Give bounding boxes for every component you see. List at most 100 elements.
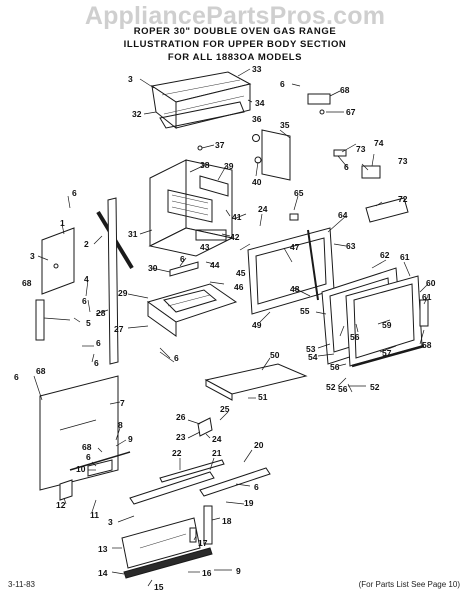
callout-6-i: 6 xyxy=(14,372,19,382)
callout-4: 4 xyxy=(84,274,89,284)
part-68 xyxy=(307,93,331,105)
part-top-panel xyxy=(150,71,252,130)
part-17 xyxy=(189,527,197,543)
part-18 xyxy=(203,505,213,545)
part-bottom-tray-50-side xyxy=(205,379,233,401)
part-66 xyxy=(333,149,347,157)
callout-56-b: 56 xyxy=(330,362,340,372)
callout-26: 26 xyxy=(176,412,186,422)
callout-43: 43 xyxy=(200,242,210,252)
callout-50: 50 xyxy=(270,350,280,360)
part-11 xyxy=(69,451,131,471)
callout-6-b: 6 xyxy=(344,162,349,172)
callout-47: 47 xyxy=(290,242,300,252)
callout-6-a: 6 xyxy=(280,79,285,89)
part-25-26 xyxy=(197,417,213,437)
part-lower-door xyxy=(321,267,429,368)
part-10 xyxy=(87,459,113,477)
callout-46: 46 xyxy=(234,282,244,292)
callout-22: 22 xyxy=(172,448,182,458)
callout-6-h: 6 xyxy=(94,358,99,368)
callout-71: 68 xyxy=(82,442,92,452)
callout-19: 19 xyxy=(244,498,254,508)
part-65 xyxy=(289,213,299,221)
callout-55: 55 xyxy=(300,306,310,316)
callout-44: 44 xyxy=(210,260,220,270)
callout-74: 74 xyxy=(374,138,384,148)
callout-64: 64 xyxy=(338,210,348,220)
part-bracket-70 xyxy=(35,299,45,341)
callout-70: 68 xyxy=(22,278,32,288)
callout-25: 25 xyxy=(220,404,230,414)
callout-6-j: 6 xyxy=(86,452,91,462)
callout-69: 68 xyxy=(36,366,46,376)
diagram-title-line-1: ROPER 30" DOUBLE OVEN GAS RANGE xyxy=(133,26,337,37)
callout-39: 39 xyxy=(224,161,234,171)
callout-32: 32 xyxy=(132,109,142,119)
callout-52-b: 52 xyxy=(370,382,380,392)
callout-72: 72 xyxy=(398,194,408,204)
callout-49: 49 xyxy=(252,320,262,330)
callout-6-f: 6 xyxy=(96,338,101,348)
callout-8: 8 xyxy=(118,420,123,430)
callout-45: 45 xyxy=(236,268,246,278)
callout-52-a: 52 xyxy=(326,382,336,392)
callout-3: 3 xyxy=(128,74,133,84)
callout-13: 13 xyxy=(98,544,108,554)
callout-33: 33 xyxy=(252,64,262,74)
callout-18: 18 xyxy=(222,516,232,526)
diagram-title-line-2: ILLUSTRATION FOR UPPER BODY SECTION xyxy=(123,39,347,50)
callout-6-d: 6 xyxy=(180,254,185,264)
callout-38: 38 xyxy=(200,160,210,170)
callout-51: 51 xyxy=(258,392,268,402)
part-side-panel-35 xyxy=(261,129,291,181)
callout-6-e: 6 xyxy=(82,296,87,306)
callout-3-c: 3 xyxy=(108,517,113,527)
callout-60: 60 xyxy=(426,278,436,288)
callout-6-k: 6 xyxy=(254,482,259,492)
callout-20: 20 xyxy=(254,440,264,450)
callout-63: 63 xyxy=(346,241,356,251)
callout-67: 67 xyxy=(346,107,356,117)
callout-1: 1 xyxy=(60,218,65,228)
callout-12: 12 xyxy=(56,500,66,510)
callout-35: 35 xyxy=(280,120,290,130)
callout-24-a: 24 xyxy=(258,204,268,214)
callout-36: 36 xyxy=(252,114,262,124)
callout-73: 73 xyxy=(398,156,408,166)
callout-41: 41 xyxy=(232,212,242,222)
callout-23: 23 xyxy=(176,432,186,442)
callout-57: 57 xyxy=(382,348,392,358)
part-3-screw xyxy=(53,263,59,269)
parts-list-note: (For Parts List See Page 10) xyxy=(358,580,460,589)
diagram-title-line-3: FOR ALL 1883OA MODELS xyxy=(167,52,303,63)
part-strip-21 xyxy=(159,459,225,483)
callout-56-c: 56 xyxy=(338,384,348,394)
callout-5: 5 xyxy=(86,318,91,328)
callout-21: 21 xyxy=(212,448,222,458)
callout-59: 59 xyxy=(382,320,392,330)
callout-53: 53 xyxy=(306,344,316,354)
watermark: AppliancePartsPros.com xyxy=(84,2,386,30)
part-rail-22 xyxy=(129,471,215,505)
callout-48: 48 xyxy=(290,284,300,294)
callout-11: 11 xyxy=(90,510,99,520)
diagram-date: 3-11-83 xyxy=(8,580,35,589)
callout-16: 16 xyxy=(202,568,212,578)
part-rail-20 xyxy=(199,467,271,497)
callout-9-b: 9 xyxy=(236,566,241,576)
part-door-frame xyxy=(247,227,335,315)
leader-lines xyxy=(33,68,429,587)
part-left-panel-1 xyxy=(41,227,75,295)
callout-27: 27 xyxy=(114,324,124,334)
callout-29: 29 xyxy=(118,288,128,298)
callout-42: 42 xyxy=(230,232,240,242)
callout-58: 58 xyxy=(422,340,432,350)
callout-40: 40 xyxy=(252,177,262,187)
callout-6-g: 6 xyxy=(174,353,179,363)
callout-numbers: 3 33 34 32 6 68 67 36 35 37 38 39 40 74 … xyxy=(14,64,436,592)
part-rail-28 xyxy=(107,197,119,365)
callout-3-b: 3 xyxy=(30,251,35,261)
